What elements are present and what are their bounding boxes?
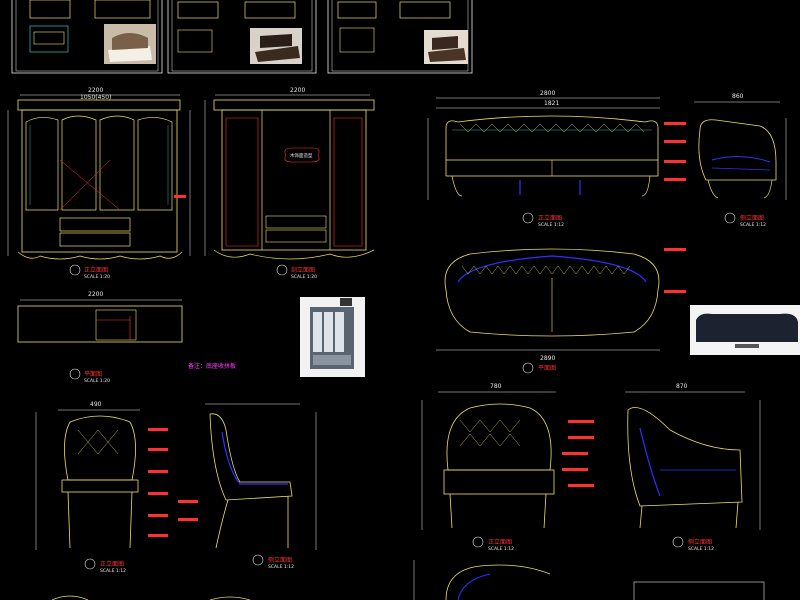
svg-text:1050(450): 1050(450) [80,94,111,101]
svg-text:490: 490 [90,401,102,408]
svg-text:正立面图: 正立面图 [488,538,512,546]
svg-text:剖立面图: 剖立面图 [291,266,315,274]
svg-text:SCALE 1:12: SCALE 1:12 [688,546,714,552]
thumbnail-sheet-bed-2 [167,0,317,74]
svg-text:SCALE 1:12: SCALE 1:12 [488,546,514,552]
sofa-side-elevation: 860 侧立面图 SCALE 1:12 [694,93,787,228]
svg-text:SCALE 1:12: SCALE 1:12 [100,568,126,574]
svg-text:2890: 2890 [540,355,555,362]
wardrobe-plan-view: 2200 平面图 SCALE 1:20 备注：底座收拼板 [17,291,236,384]
svg-text:780: 780 [490,383,502,390]
wardrobe-front-elevation: 2200 1050(450) 正立面图 SCALE 1:20 [7,87,191,280]
svg-text:2800: 2800 [540,90,555,97]
svg-text:备注：底座收拼板: 备注：底座收拼板 [188,362,236,370]
chair-front-elevation: 490 正立面图 SCALE 1:12 [35,401,168,574]
svg-text:侧立面图: 侧立面图 [740,214,764,222]
thumbnail-sheet-bed-1 [11,0,163,74]
svg-text:1821: 1821 [544,100,559,107]
svg-text:2200: 2200 [290,87,305,94]
svg-text:侧立面图: 侧立面图 [268,556,292,564]
thumbnail-sheet-bed-3 [327,0,473,74]
svg-text:SCALE 1:12: SCALE 1:12 [268,564,294,570]
svg-text:正立面图: 正立面图 [538,214,562,222]
sofa-front-elevation: 2800 1821 正立面图 SCALE 1:12 [427,90,686,228]
svg-text:平面图: 平面图 [538,365,556,372]
chair-side-elevation: 侧立面图 SCALE 1:12 [178,403,317,570]
svg-text:正立面图: 正立面图 [100,560,124,568]
svg-text:2200: 2200 [88,87,103,94]
svg-text:SCALE 1:12: SCALE 1:12 [538,222,564,228]
wardrobe-section-elevation: 2200 木饰面造型 剖立面图 SCALE 1:20 [204,87,375,280]
svg-text:SCALE 1:20: SCALE 1:20 [84,274,110,280]
svg-text:木饰面造型: 木饰面造型 [290,152,313,159]
sofa-photo [690,305,800,355]
svg-text:平面图: 平面图 [84,371,102,378]
svg-text:正立面图: 正立面图 [84,266,108,274]
armchair-front-elevation: 780 正立面图 SCALE 1:12 [421,383,594,552]
svg-text:860: 860 [732,93,744,100]
svg-text:SCALE 1:20: SCALE 1:20 [84,378,110,384]
svg-text:2200: 2200 [88,291,103,298]
wardrobe-photo [300,297,365,377]
sofa-plan-view: 2890 平面图 [436,248,686,374]
svg-text:SCALE 1:12: SCALE 1:12 [740,222,766,228]
svg-text:870: 870 [676,383,688,390]
svg-text:侧立面图: 侧立面图 [688,538,712,546]
svg-text:SCALE 1:20: SCALE 1:20 [291,274,317,280]
partial-bottom-drawings [51,560,765,600]
armchair-side-elevation: 870 侧立面图 SCALE 1:12 [625,383,761,552]
